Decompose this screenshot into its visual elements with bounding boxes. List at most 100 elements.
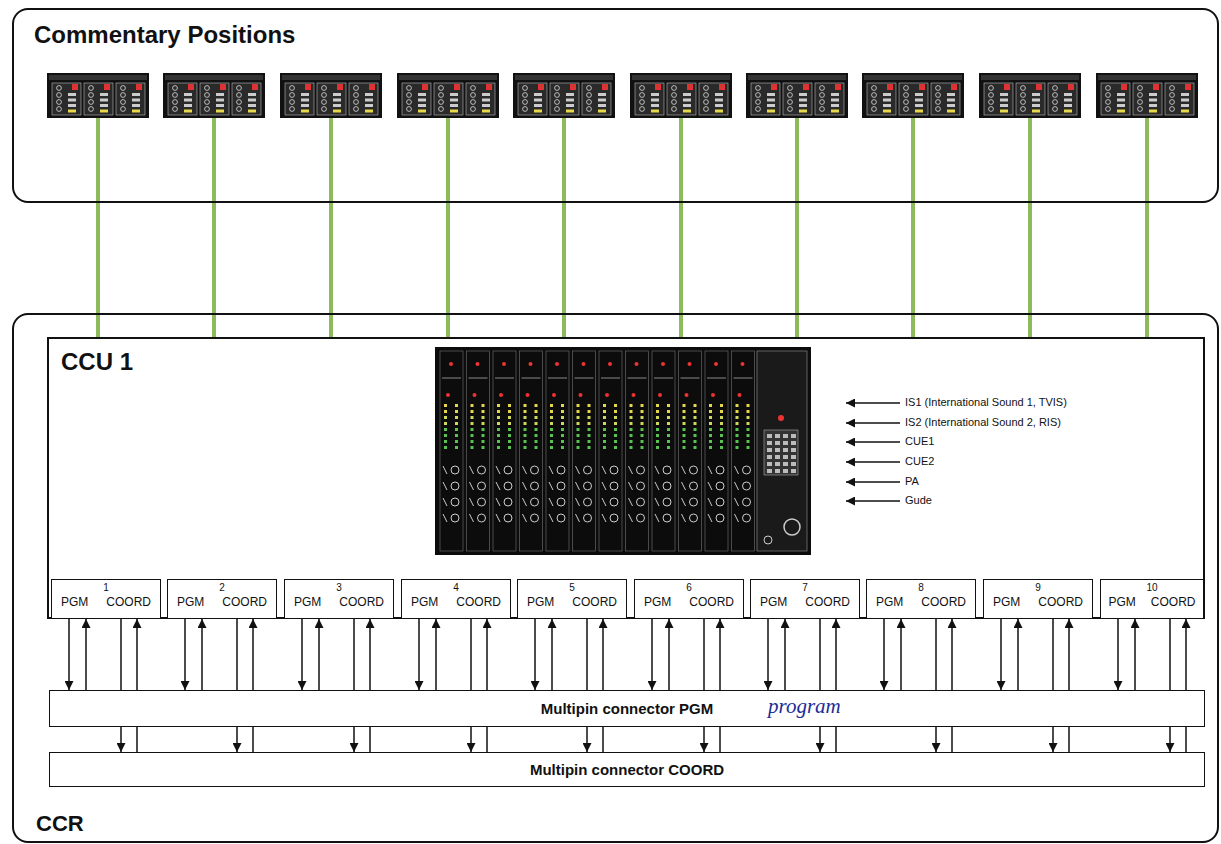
unit-knob — [121, 100, 126, 105]
unit-knob — [555, 107, 560, 112]
signal-arrow — [201, 619, 203, 690]
mixer-led — [555, 362, 559, 366]
unit-knob — [756, 86, 761, 91]
unit-knob — [173, 107, 178, 112]
mixer-meter — [471, 440, 474, 443]
unit-key — [482, 93, 490, 96]
cable — [96, 118, 100, 203]
unit-panel — [899, 83, 928, 115]
unit-knob — [354, 93, 359, 98]
mixer-knob — [637, 482, 645, 490]
mixer-rule — [495, 378, 514, 379]
signal-name: COORD — [921, 594, 966, 610]
unit-key — [333, 104, 341, 107]
mixer-led — [582, 362, 586, 366]
unit-key — [1000, 110, 1008, 113]
mixer-meter — [561, 434, 564, 437]
unit-led — [337, 84, 343, 90]
mixer-meter — [550, 416, 553, 419]
mixer-knob — [716, 482, 724, 490]
unit-knob — [237, 86, 242, 91]
mixer-switch — [443, 482, 447, 490]
signal-arrow — [668, 619, 670, 690]
mixer-meter — [720, 404, 723, 407]
unit-key — [883, 104, 891, 107]
unit-panel — [402, 83, 431, 115]
commentary-unit — [47, 73, 149, 118]
mixer-meter — [497, 404, 500, 407]
mixer-knob — [663, 482, 671, 490]
channel-number: 1 — [103, 582, 109, 594]
mixer-meter — [444, 440, 447, 443]
signal-arrow — [68, 619, 70, 690]
mixer-switch — [735, 466, 739, 474]
unit-key — [534, 110, 542, 113]
unit-knob — [407, 86, 412, 91]
keypad-key — [783, 455, 788, 459]
mixer-knob — [716, 498, 724, 506]
unit-led — [220, 84, 226, 90]
unit-knob — [89, 86, 94, 91]
keypad-key — [791, 441, 796, 445]
mixer-meter — [482, 440, 485, 443]
mixer-meter — [720, 440, 723, 443]
channel-box: 4PGMCOORD — [401, 579, 511, 619]
mixer-switch — [470, 498, 474, 506]
mixer-meter — [497, 410, 500, 413]
mixer-meter — [455, 446, 458, 449]
channel-number: 5 — [569, 582, 575, 594]
mixer-led — [605, 393, 609, 397]
signal-name: PGM — [760, 594, 787, 610]
mixer-rule — [522, 378, 541, 379]
unit-led — [887, 84, 893, 90]
unit-knob — [1138, 100, 1143, 105]
cable — [96, 203, 100, 337]
unit-knob — [1170, 107, 1175, 112]
unit-knob — [1138, 86, 1143, 91]
unit-key — [1117, 99, 1125, 102]
mixer-switch — [682, 514, 686, 522]
mixer-meter — [630, 434, 633, 437]
unit-knob — [237, 100, 242, 105]
mixer-meter — [736, 410, 739, 413]
mixer-meter — [524, 428, 527, 431]
mixer-meter — [683, 428, 686, 431]
unit-knob — [89, 100, 94, 105]
mixer-meter — [577, 446, 580, 449]
mixer-knob — [557, 498, 565, 506]
mixer-meter — [577, 440, 580, 443]
mixer-knob — [690, 514, 698, 522]
unit-key — [1181, 99, 1189, 102]
mixer-meter — [508, 416, 511, 419]
unit-key — [248, 99, 256, 102]
unit-key — [683, 99, 691, 102]
keypad-key — [767, 441, 772, 445]
mixer-meter — [694, 446, 697, 449]
unit-knob — [989, 86, 994, 91]
cable — [795, 118, 799, 203]
signal-arrow — [353, 619, 355, 752]
mixer-led — [778, 415, 784, 421]
commentary-region: Commentary Positions — [12, 8, 1219, 203]
signal-arrow — [301, 619, 303, 690]
unit-key — [365, 110, 373, 113]
mixer-meter — [455, 428, 458, 431]
signal-name: COORD — [339, 594, 384, 610]
mixer-rule — [601, 378, 620, 379]
mixer-keypad — [764, 430, 798, 475]
unit-key — [915, 99, 923, 102]
unit-key — [418, 110, 426, 113]
unit-top — [399, 75, 497, 80]
unit-knob — [1106, 107, 1111, 112]
mixer-led — [658, 393, 662, 397]
mixer-meter — [720, 410, 723, 413]
unit-key — [68, 104, 76, 107]
mixer-switch — [655, 498, 659, 506]
mixer-led — [446, 393, 450, 397]
unit-key — [598, 93, 606, 96]
keypad-key — [775, 441, 780, 445]
channel-box: 2PGMCOORD — [167, 579, 277, 619]
mixer-meter — [497, 428, 500, 431]
unit-key — [1181, 110, 1189, 113]
mixer-switch — [629, 482, 633, 490]
